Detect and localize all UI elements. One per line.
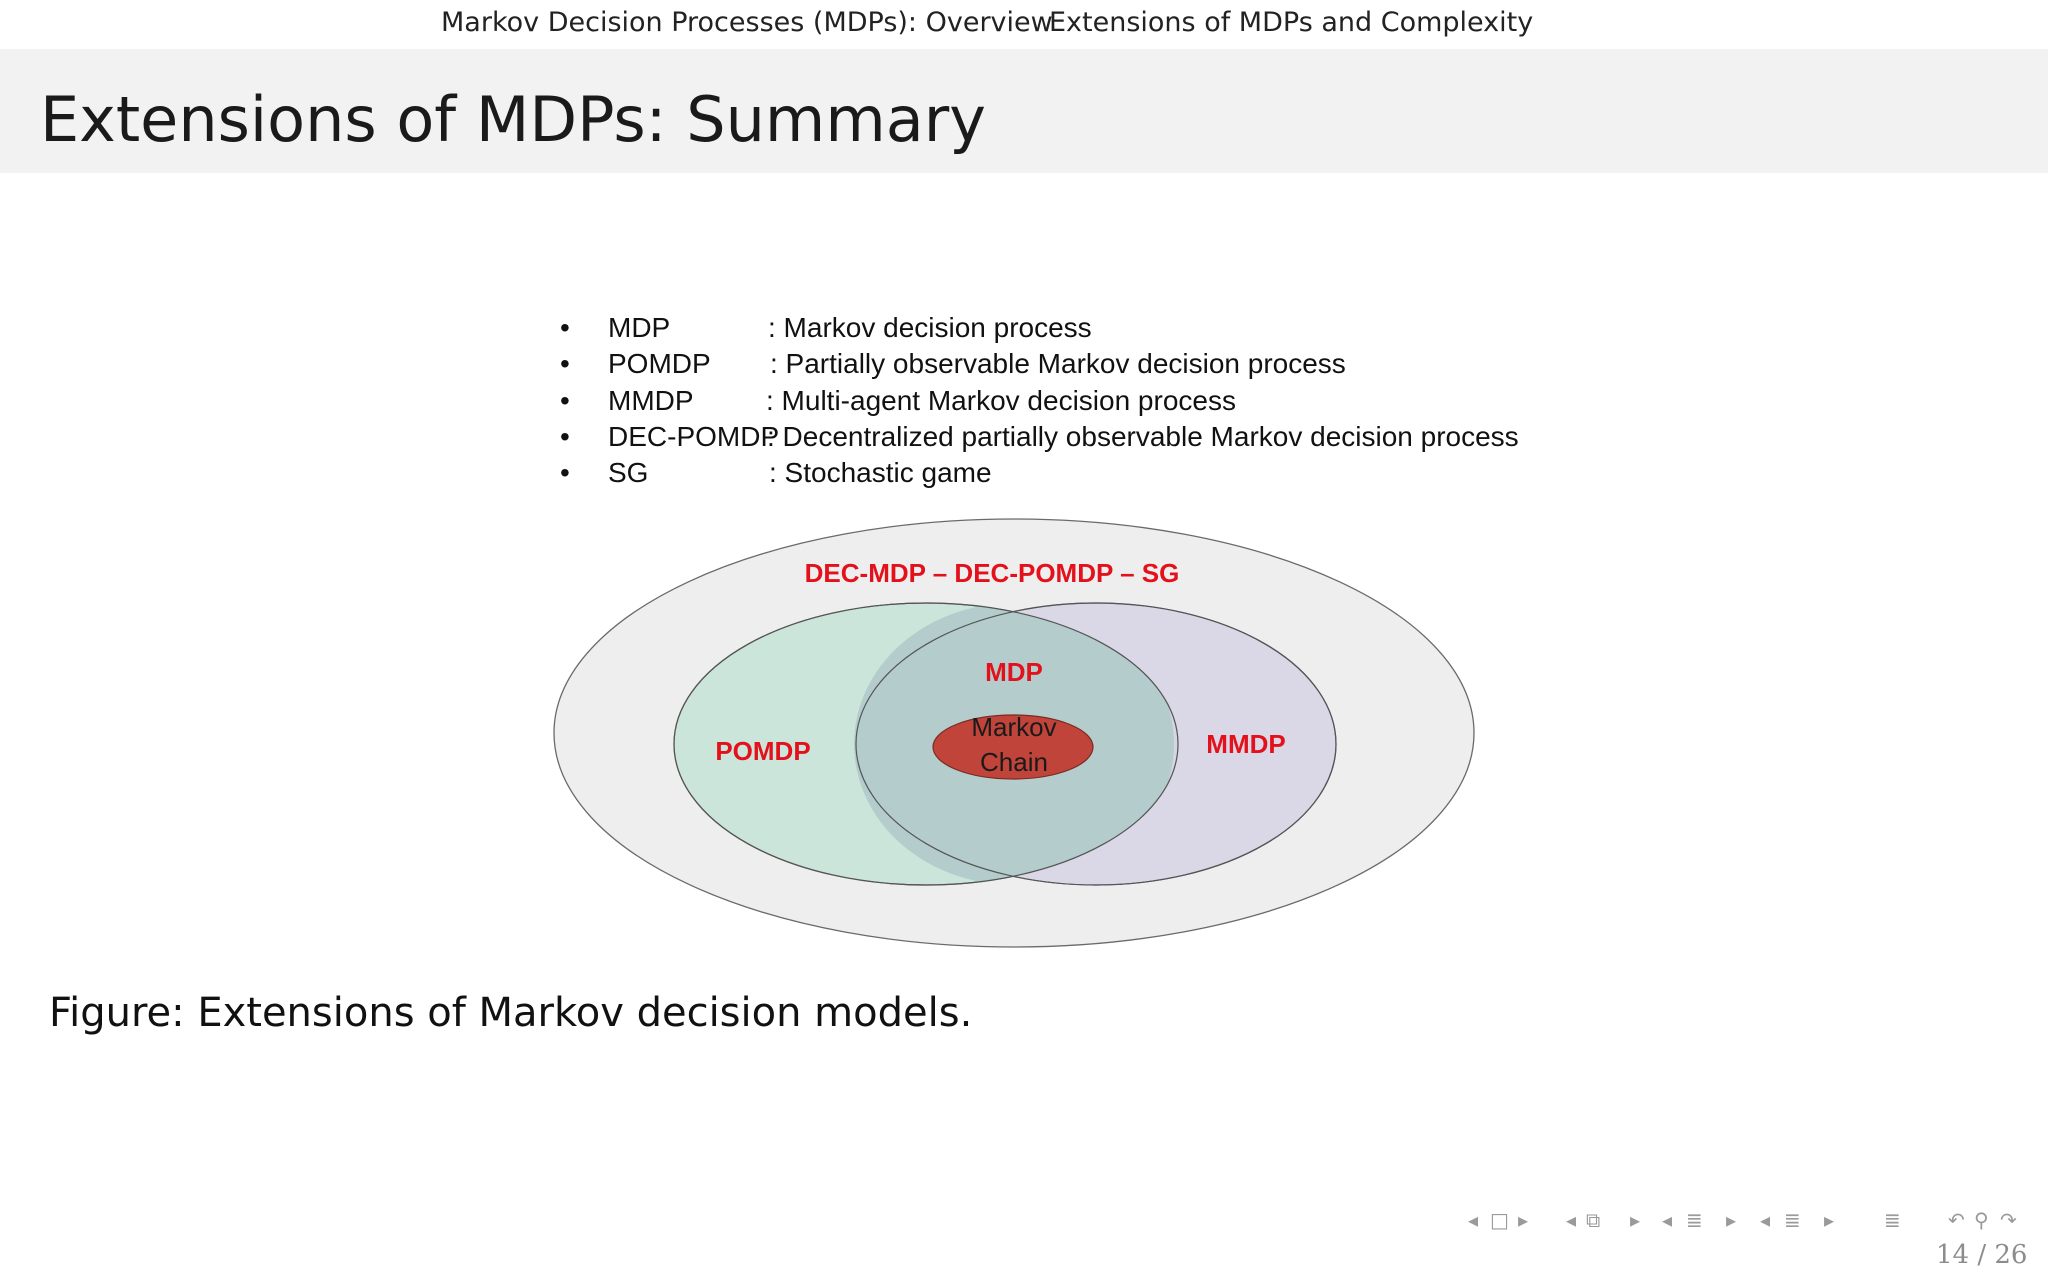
mdp-label: MDP (985, 657, 1043, 687)
frame-icon[interactable]: □ (1490, 1208, 1509, 1232)
search-icon[interactable]: ⚲ (1974, 1208, 1989, 1232)
nav-prev-arrow-icon[interactable]: ◂ (1468, 1208, 1479, 1232)
frame-title-bar: Extensions of MDPs: Summary (0, 49, 2048, 173)
nav-next-arrow-icon[interactable]: ▸ (1518, 1208, 1529, 1232)
definition-abbr: SG (608, 457, 649, 489)
definition-abbr: MMDP (608, 384, 694, 416)
mmdp-label: MMDP (1206, 729, 1285, 759)
page-number: 14 / 26 (1936, 1240, 2028, 1270)
section-icon[interactable]: ≣ (1784, 1208, 1801, 1232)
beamer-navigation-bar: ◂ □ ▸ ◂ ⧉ ▸ ◂ ≣ ▸ ◂ ≣ ▸ ≣ ↶ ⚲ ↷ (1468, 1202, 2038, 1238)
definition-abbr: DEC-POMDP (608, 420, 780, 452)
frame-title: Extensions of MDPs: Summary (40, 83, 986, 156)
markov-chain-label-line2: Chain (980, 747, 1048, 777)
figure-caption: Figure: Extensions of Markov decision mo… (49, 990, 973, 1036)
pomdp-label: POMDP (715, 736, 810, 766)
bullet-icon: • (560, 384, 570, 416)
bullet-icon: • (560, 457, 570, 489)
document-icon[interactable]: ≣ (1884, 1208, 1901, 1232)
markov-chain-ellipse (932, 714, 1094, 780)
header-navigation: Markov Decision Processes (MDPs): Overvi… (0, 0, 2048, 48)
definition-desc: : Partially observable Markov decision p… (770, 348, 1346, 380)
nav-next-arrow-icon[interactable]: ▸ (1726, 1208, 1737, 1232)
mmdp-outline (855, 602, 1337, 886)
nav-prev-arrow-icon[interactable]: ◂ (1566, 1208, 1577, 1232)
subsection-icon[interactable]: ⧉ (1586, 1208, 1601, 1232)
definition-desc: : Stochastic game (769, 457, 992, 489)
nav-next-arrow-icon[interactable]: ▸ (1824, 1208, 1835, 1232)
definition-desc: : Markov decision process (768, 312, 1092, 343)
outer-label: DEC-MDP – DEC-POMDP – SG (805, 558, 1180, 588)
undo-icon[interactable]: ↶ (1948, 1208, 1965, 1232)
bullet-icon: • (560, 420, 570, 452)
bullet-icon: • (560, 312, 570, 343)
header-section-link[interactable]: Markov Decision Processes (MDPs): Overvi… (441, 7, 1053, 38)
definition-desc: : Decentralized partially observable Mar… (767, 420, 1519, 452)
definition-abbr: MDP (608, 312, 671, 343)
header-subsection-link[interactable]: Extensions of MDPs and Complexity (1049, 7, 1534, 38)
section-icon[interactable]: ≣ (1686, 1208, 1703, 1232)
definition-desc: : Multi-agent Markov decision process (766, 384, 1236, 416)
markov-chain-label-line1: Markov (971, 712, 1056, 742)
nav-prev-arrow-icon[interactable]: ◂ (1760, 1208, 1771, 1232)
pomdp-outline (673, 602, 1179, 886)
redo-icon[interactable]: ↷ (2000, 1208, 2017, 1232)
bullet-icon: • (560, 348, 570, 380)
nav-prev-arrow-icon[interactable]: ◂ (1662, 1208, 1673, 1232)
nav-next-arrow-icon[interactable]: ▸ (1630, 1208, 1641, 1232)
definition-abbr: POMDP (608, 348, 711, 380)
